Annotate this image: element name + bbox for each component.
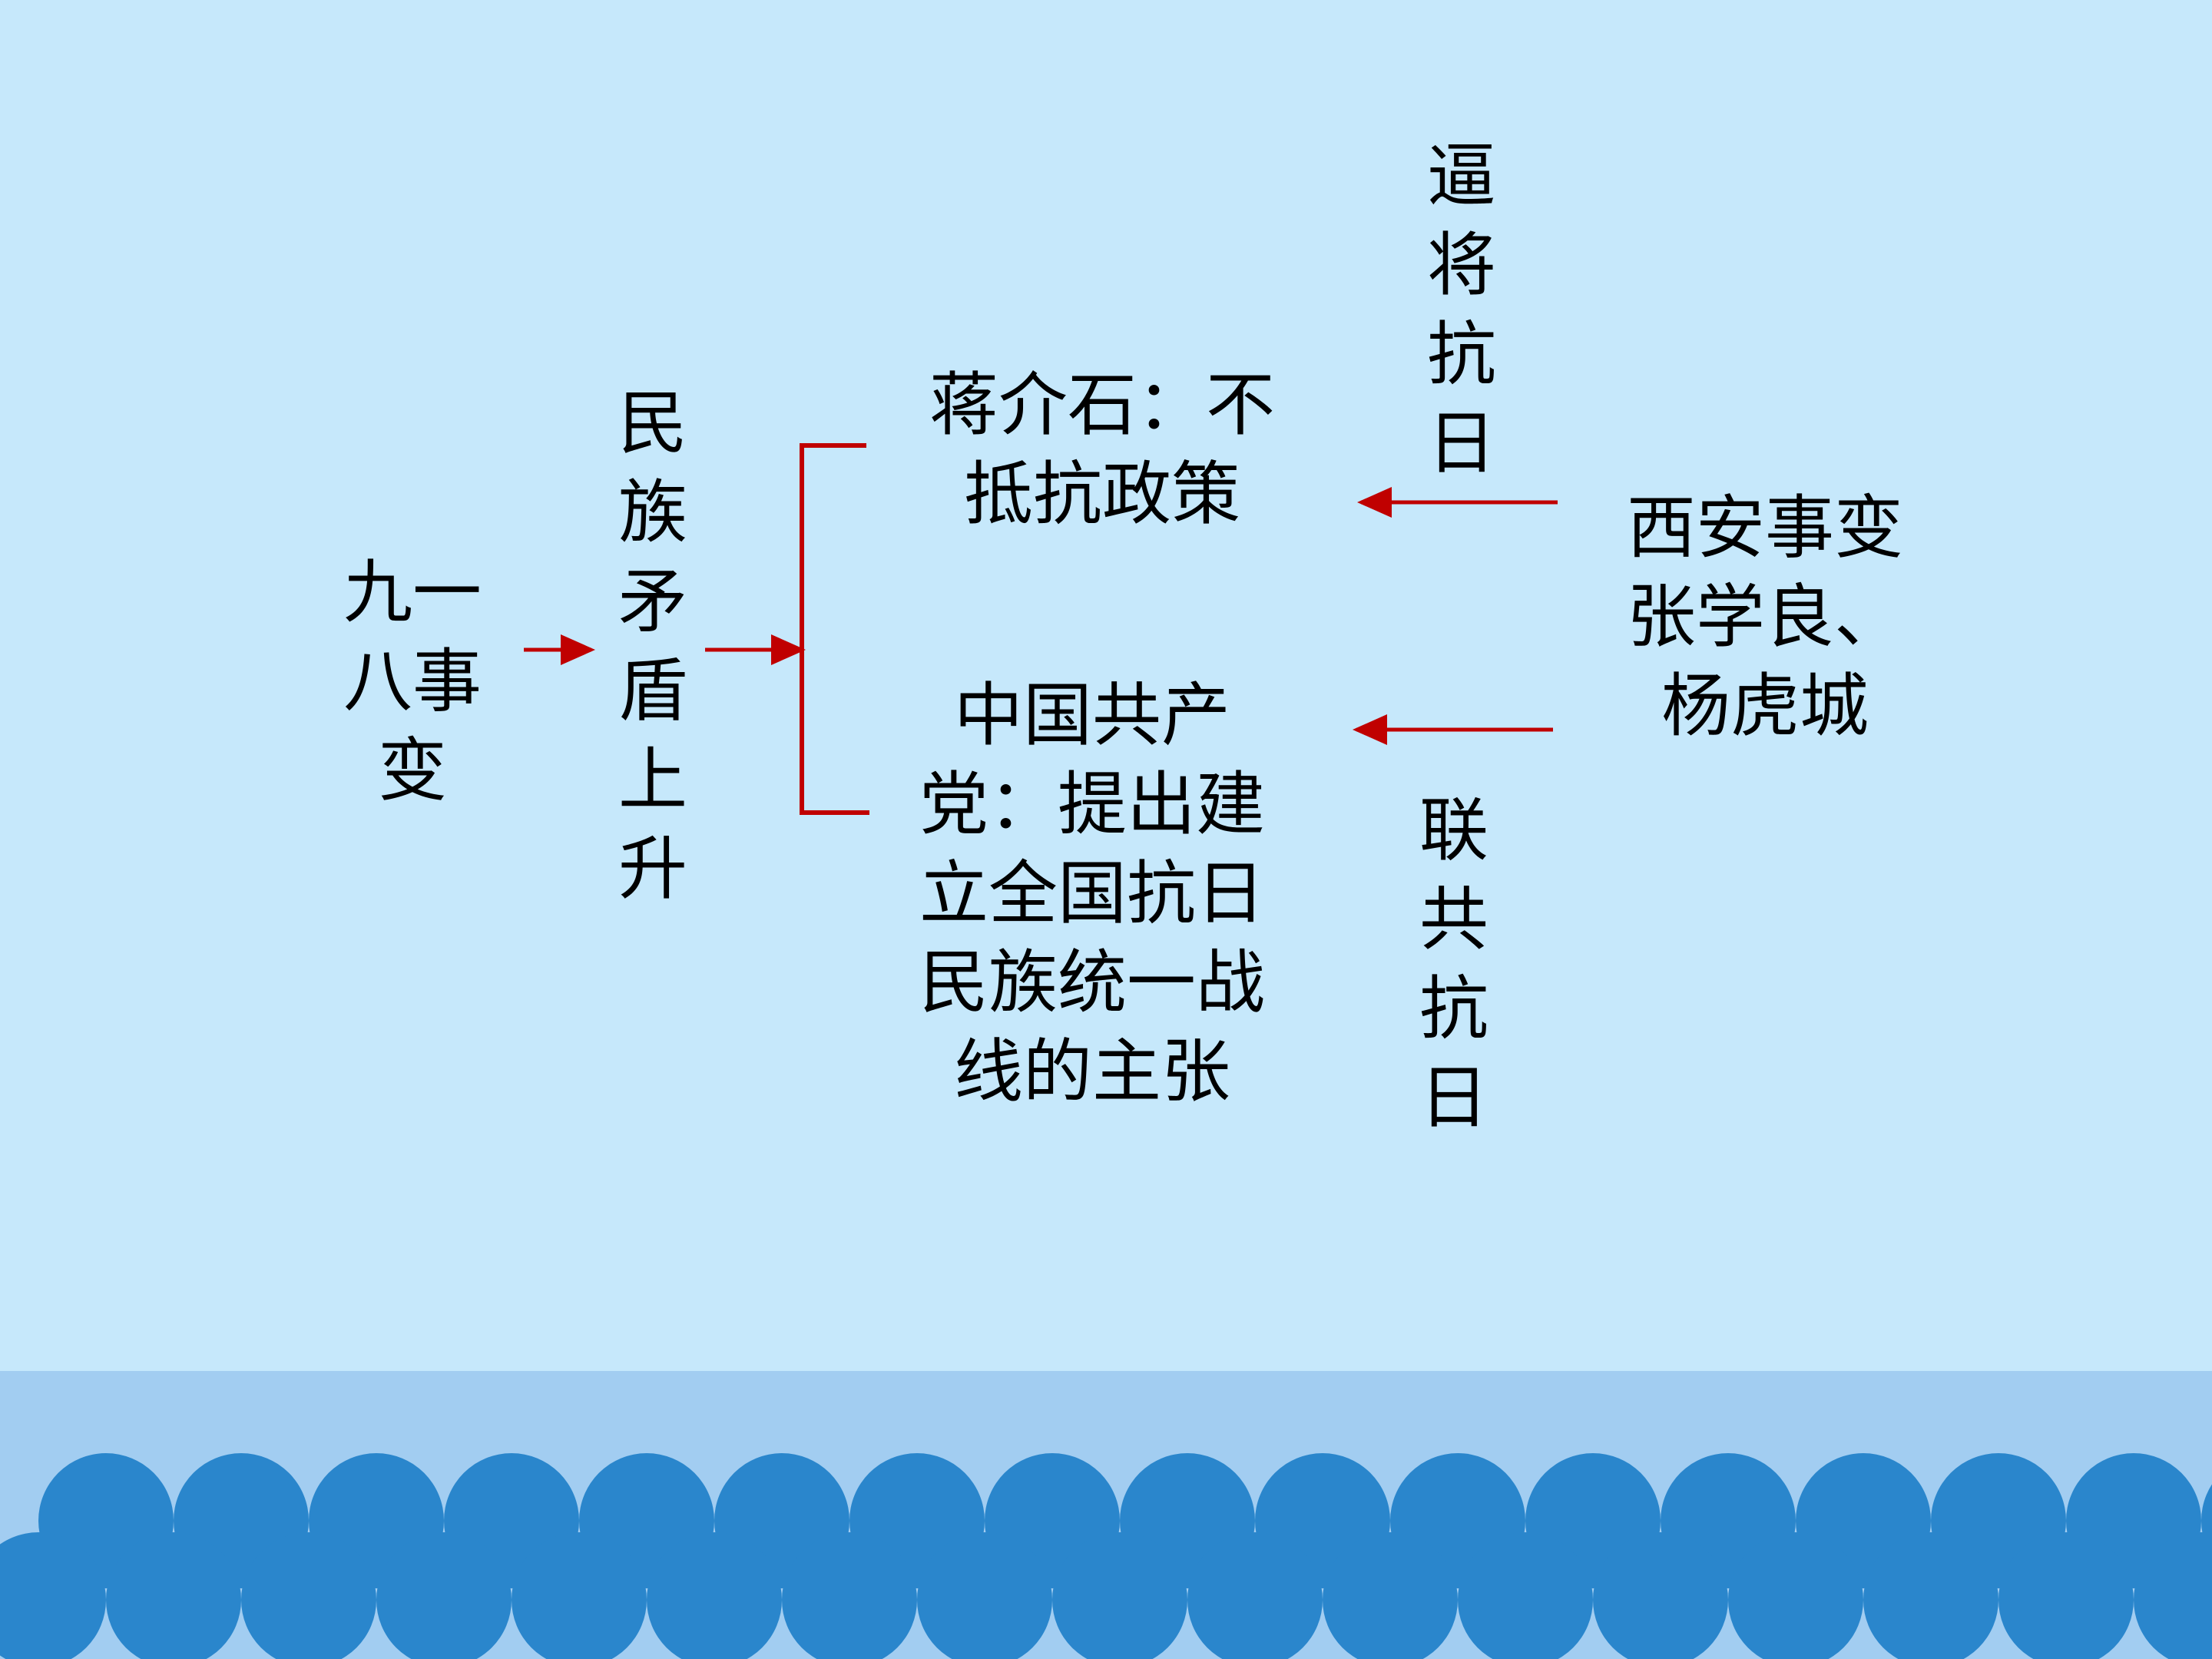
node-xian: 西安事变张学良、杨虎城: [1627, 488, 1903, 747]
decorative-wave-pattern: [0, 1453, 2212, 1659]
wave-scallop: [782, 1532, 917, 1659]
wave-scallop: [512, 1532, 647, 1659]
wave-scallop: [1052, 1532, 1187, 1659]
node-kmt: 蒋介石：不抵抗政策: [929, 365, 1275, 535]
wave-scallop: [1998, 1532, 2134, 1659]
wave-scallop: [1323, 1532, 1458, 1659]
label-force-resist: 逼将抗日: [1427, 136, 1496, 484]
wave-scallop: [1863, 1532, 1998, 1659]
wave-scallop: [1458, 1532, 1593, 1659]
node-incident: 九一八事变: [343, 552, 482, 811]
wave-scallop: [647, 1532, 782, 1659]
wave-scallop: [1187, 1532, 1323, 1659]
wave-scallop: [917, 1532, 1052, 1659]
wave-scallop: [241, 1532, 376, 1659]
label-unite-resist: 联共抗日: [1419, 790, 1488, 1138]
wave-scallop: [0, 1532, 106, 1659]
node-ccp: 中国共产党：提出建立全国抗日民族统一战线的主张: [919, 675, 1265, 1112]
node-conflict: 民族矛盾上升: [618, 383, 687, 909]
wave-scallop: [1593, 1532, 1728, 1659]
wave-scallop: [106, 1532, 241, 1659]
wave-scallop: [376, 1532, 512, 1659]
branch-bracket: [800, 443, 869, 815]
wave-scallop: [1728, 1532, 1863, 1659]
wave-scallop: [2134, 1532, 2212, 1659]
